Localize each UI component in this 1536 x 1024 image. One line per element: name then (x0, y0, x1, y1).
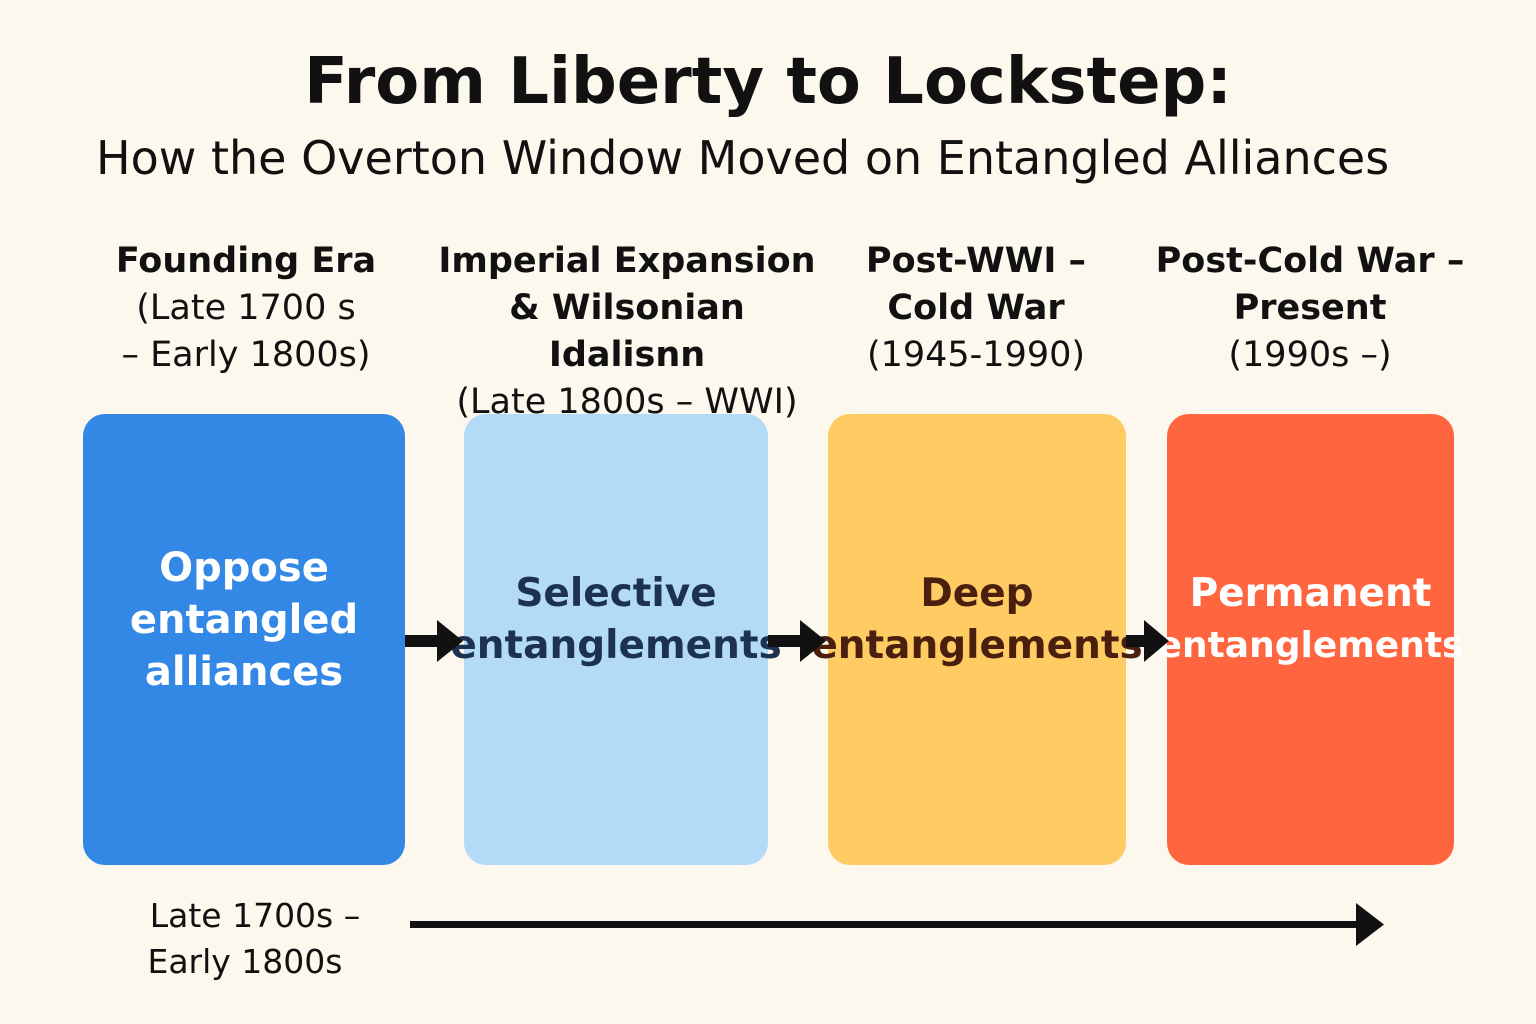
era-name: Cold War (887, 288, 1065, 328)
era-dates: (1945-1990) (866, 335, 1086, 375)
diagram-title: From Liberty to Lockstep: (304, 45, 1232, 119)
stage-label-line: Selective (515, 570, 717, 616)
right-arrow-icon (768, 620, 826, 662)
era-dates: – Early 1800s) (121, 335, 371, 375)
stage-box-selective: Selective entanglements (450, 414, 782, 865)
era-header-present: Post-Cold War – Present (1990s –) (1150, 238, 1470, 379)
stage-box-oppose: Oppose entangled alliances (83, 414, 405, 865)
stage-box-permanent: Permanent entanglements (1158, 414, 1463, 865)
right-arrow-icon (405, 620, 463, 662)
stage-label-line: entanglements (450, 622, 782, 668)
era-name: Imperial Expansion (438, 241, 816, 281)
stage-label: Permanent entanglements (1158, 568, 1464, 672)
stage-label: Selective entanglements (450, 568, 781, 672)
stage-label-line: entangled (129, 596, 359, 643)
timeline-start-label: Late 1700s – Early 1800s (120, 893, 390, 985)
stage-label-line: Permanent (1189, 570, 1432, 616)
timeline-arrow-icon (410, 903, 1384, 946)
stage-label: Oppose entangled alliances (130, 542, 358, 698)
era-header-founding: Founding Era (Late 1700 s – Early 1800s) (86, 238, 406, 379)
era-name: Present (1233, 288, 1387, 328)
era-header-cold-war: Post-WWI – Cold War (1945-1990) (826, 238, 1126, 379)
stage-label: Deep entanglements (811, 568, 1142, 672)
stage-label-line: Oppose (159, 544, 329, 591)
era-header-imperial: Imperial Expansion & Wilsonian Idalisnn … (426, 238, 828, 426)
timeline-label-line: Late 1700s – (149, 896, 361, 935)
era-name: & Wilsonian Idalisnn (509, 288, 745, 375)
era-dates: (1990s –) (1228, 335, 1392, 375)
era-name: Post-WWI – (865, 241, 1087, 281)
era-dates: (Late 1700 s (136, 288, 356, 328)
stage-label-line: entanglements (1157, 624, 1464, 666)
stage-label-line: entanglements (811, 622, 1143, 668)
era-name: Founding Era (115, 241, 377, 281)
stage-label-line: alliances (144, 648, 344, 695)
right-arrow-icon (1126, 620, 1169, 662)
stage-box-deep: Deep entanglements (811, 414, 1143, 865)
diagram-subtitle: How the Overton Window Moved on Entangle… (96, 131, 1390, 185)
timeline-label-line: Early 1800s (147, 942, 343, 981)
era-name: Post-Cold War – (1155, 241, 1465, 281)
stage-label-line: Deep (920, 570, 1034, 616)
